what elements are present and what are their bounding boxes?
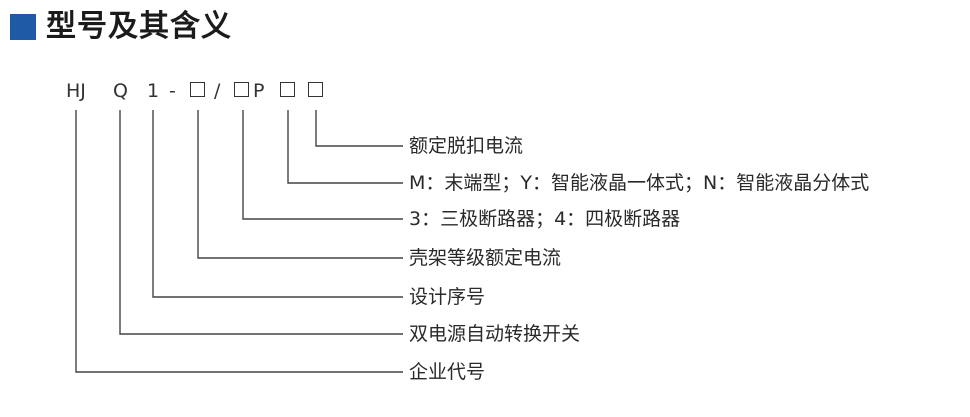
- connector-design-no: [152, 110, 403, 298]
- code-box-poles: [234, 82, 249, 97]
- connector-trip-current: [315, 110, 403, 147]
- code-box-type: [280, 82, 295, 97]
- page-title: 型号及其含义: [46, 9, 232, 44]
- code-part-hj: HJ: [66, 80, 86, 102]
- code-slash: /: [214, 80, 221, 102]
- meaning-design-no: 设计序号: [409, 286, 486, 308]
- connector-company: [75, 110, 403, 373]
- code-dash: -: [169, 80, 176, 102]
- meaning-frame-current: 壳架等级额定电流: [409, 247, 562, 269]
- connector-frame-current: [197, 110, 403, 259]
- code-part-q: Q: [113, 80, 128, 102]
- meaning-product: 双电源自动转换开关: [409, 323, 581, 345]
- code-box-trip-current: [308, 82, 323, 97]
- code-box-frame-current: [190, 82, 205, 97]
- code-part-1: 1: [147, 80, 160, 102]
- connector-poles: [242, 110, 403, 220]
- meaning-company: 企业代号: [409, 361, 486, 383]
- title-square-icon: [10, 14, 36, 40]
- connector-product: [119, 110, 403, 335]
- connector-type: [287, 110, 403, 184]
- meaning-poles: 3：三极断路器；4：四极断路器: [409, 208, 681, 230]
- code-part-p: P: [253, 80, 265, 102]
- meaning-trip-current: 额定脱扣电流: [409, 135, 524, 157]
- meaning-type: M：末端型；Y：智能液晶一体式；N：智能液晶分体式: [409, 172, 870, 194]
